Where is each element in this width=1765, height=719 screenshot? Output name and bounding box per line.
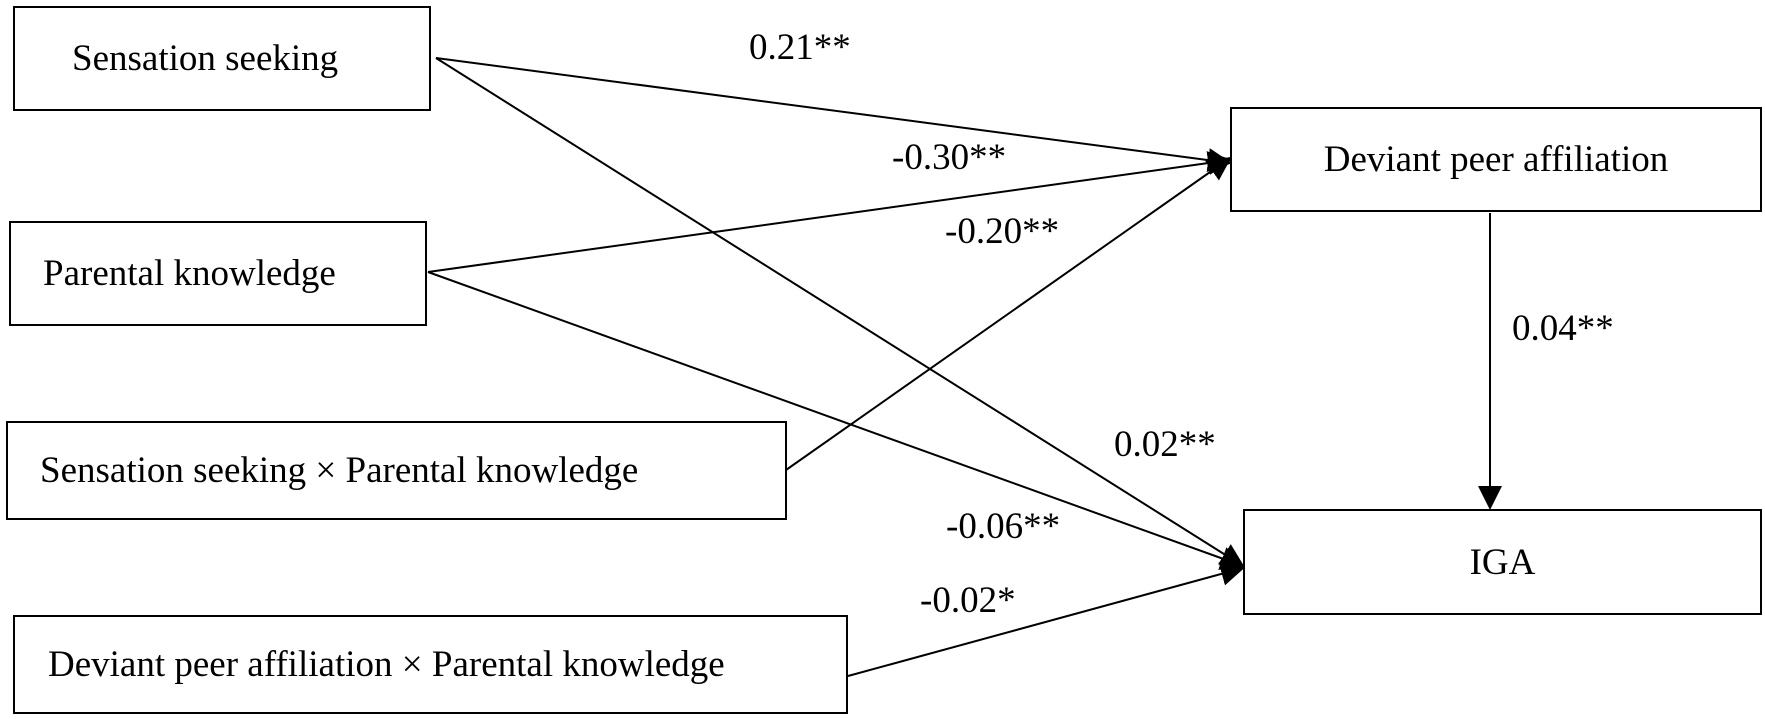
coef-dpapk-to-iga: -0.02*: [920, 580, 1016, 621]
arrow-pk-to-iga: [427, 271, 1245, 570]
arrow-ss-to-dpa: [435, 57, 1232, 173]
coef-pk-to-dpa: -0.30**: [892, 137, 1007, 178]
node-deviant-peer-affiliation: Deviant peer affiliation: [1230, 107, 1762, 212]
node-iga: IGA: [1243, 509, 1762, 615]
coef-pk-to-iga: -0.06**: [946, 506, 1061, 547]
node-label: Parental knowledge: [43, 253, 336, 294]
arrow-sspk-to-dpa: [785, 156, 1232, 471]
node-dpa-x-pk: Deviant peer affiliation × Parental know…: [13, 615, 848, 714]
arrow-pk-to-dpa: [427, 151, 1232, 273]
coef-ss-to-iga: 0.02**: [1114, 424, 1216, 465]
coef-dpa-to-iga: 0.04**: [1512, 308, 1614, 349]
node-label: IGA: [1469, 541, 1536, 583]
coef-ss-to-dpa: 0.21**: [749, 27, 851, 68]
arrow-ss-to-iga: [435, 57, 1245, 568]
coef-sspk-to-dpa: -0.20**: [945, 211, 1060, 252]
node-sensation-seeking: Sensation seeking: [13, 6, 431, 111]
node-parental-knowledge: Parental knowledge: [9, 221, 427, 326]
node-label: Deviant peer affiliation × Parental know…: [48, 644, 725, 685]
node-label: Sensation seeking × Parental knowledge: [40, 450, 639, 491]
node-ss-x-pk: Sensation seeking × Parental knowledge: [6, 421, 787, 520]
node-label: Deviant peer affiliation: [1323, 139, 1669, 180]
node-label: Sensation seeking: [72, 38, 339, 79]
arrow-dpapk-to-iga: [847, 562, 1245, 677]
